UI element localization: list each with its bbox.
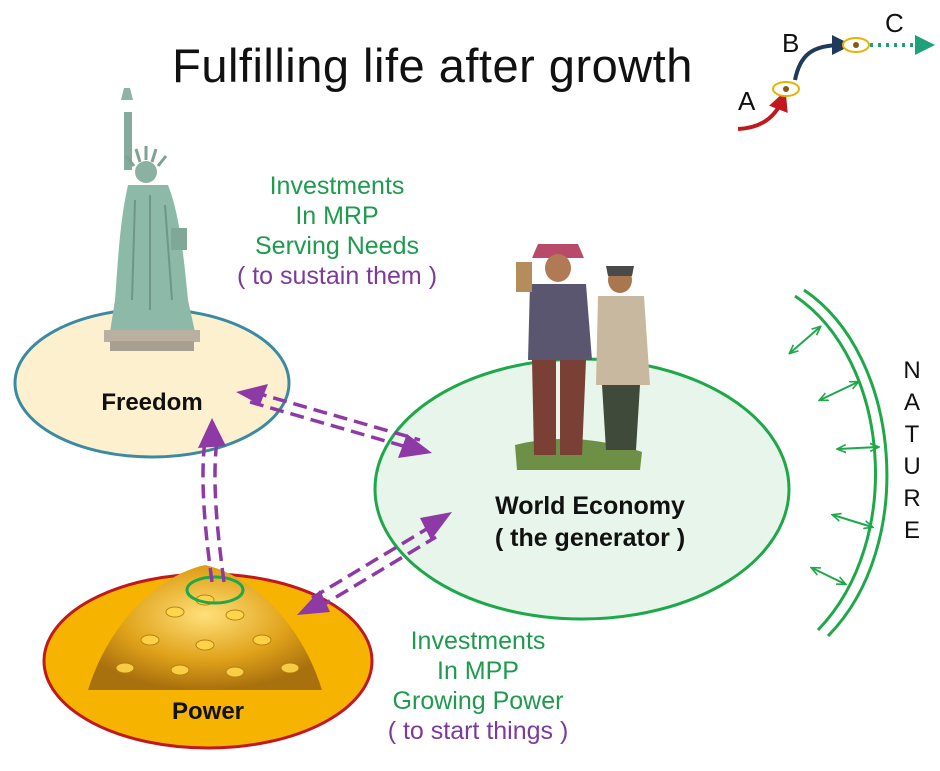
arrowhead-economy-upper [398,434,432,458]
arrowhead-economy-lower [420,512,452,540]
nature-letter: T [904,421,920,448]
investments-mrp-line4: ( to sustain them ) [236,262,438,290]
arrowhead-freedom-bottom [198,418,226,448]
economy-label: World Economy ( the generator ) [460,490,720,554]
investments-mpp-line3: Growing Power [392,687,564,715]
power-label: Power [171,698,245,725]
nature-letter: N [903,357,921,384]
arrow-power-economy [311,525,437,610]
abc-trajectory [737,35,935,131]
eye-icon [842,37,870,53]
legend-label-c: C [885,8,904,38]
nature-label: N A T U R E [900,355,924,547]
freedom-label: Freedom [101,389,203,416]
investments-mrp-note: Investments In MRP Serving Needs ( to su… [232,171,442,291]
statue-of-liberty-image [104,88,200,351]
arrow-power-freedom [201,439,226,583]
investments-mpp-line4: ( to start things ) [387,717,569,745]
legend-label-b: B [782,28,800,58]
investments-mrp-line2: In MRP [295,202,379,230]
coin-pile-top-ring [185,575,245,605]
nature-letter: R [903,485,921,512]
investments-mpp-line1: Investments [410,627,546,655]
arrow-freedom-economy [249,390,421,452]
nature-boundary [794,288,889,638]
nature-letter: E [903,517,920,544]
nature-letter: U [903,453,921,480]
page-title: Fulfilling life after growth [172,39,693,92]
investments-mpp-note: Investments In MPP Growing Power ( to st… [368,626,588,746]
investments-mpp-line2: In MPP [437,657,519,685]
nature-letter: A [903,389,920,416]
arrowhead-freedom [236,384,268,405]
arrowhead-power [297,590,330,615]
farmers-photo [515,244,650,470]
investments-mrp-line3: Serving Needs [255,232,419,260]
economy-label-line2: ( the generator ) [494,524,686,552]
eye-icon [772,81,800,97]
investments-mrp-line1: Investments [269,172,405,200]
legend-label-a: A [738,86,756,116]
economy-label-line1: World Economy [495,492,685,520]
nature-exchange-arrows [790,327,878,584]
